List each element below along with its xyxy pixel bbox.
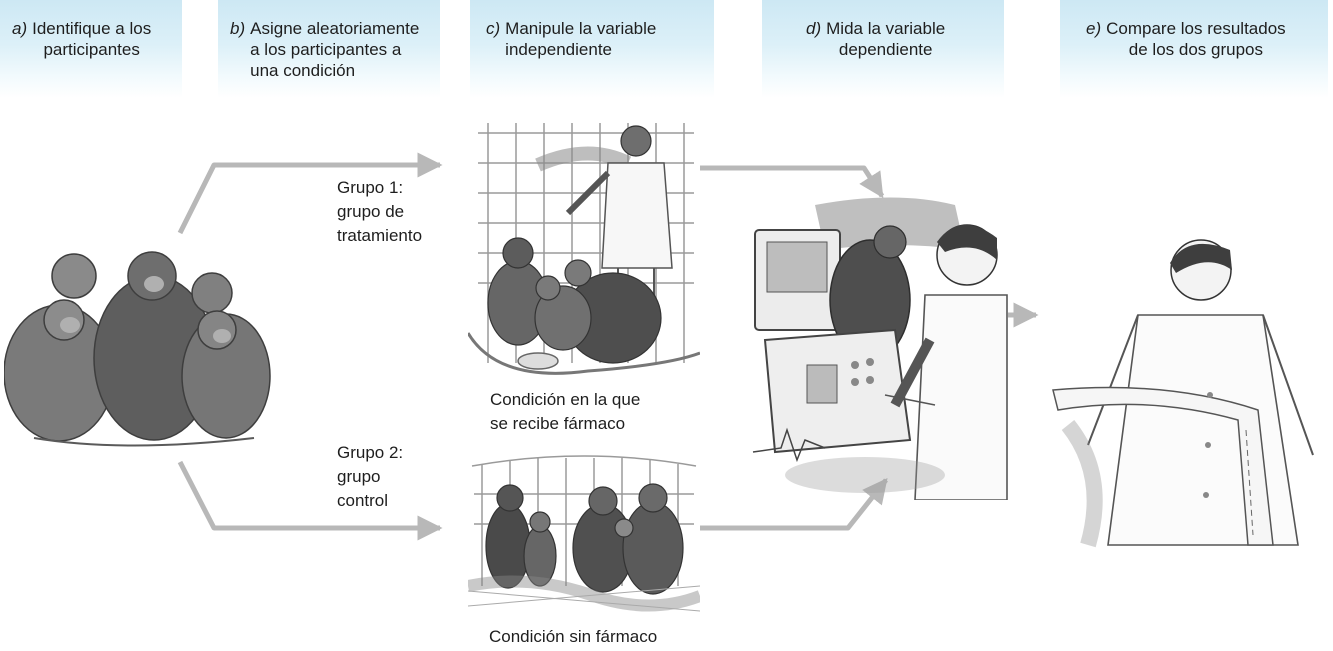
step-b-header: b) Asigne aleatoriamente a los participa… — [218, 0, 440, 98]
step-e-text: Compare los resultados de los dos grupos — [1106, 19, 1286, 59]
control-group-illustration — [468, 455, 700, 612]
group-1-label: Grupo 1: grupo de tratamiento — [337, 178, 423, 245]
arrow-group-1-to-measure — [700, 165, 885, 199]
step-d-header: d) Mida la variable dependiente — [762, 0, 1004, 98]
step-c-header: c) Manipule la variable independiente — [470, 0, 714, 98]
treatment-group-illustration — [468, 105, 700, 381]
step-a-text: Identifique a los participantes — [32, 19, 152, 59]
step-e-letter: e) — [1086, 19, 1102, 38]
step-b-text: Asigne aleatoriamente a los participante… — [250, 19, 420, 80]
step-e-header: e) Compare los resultados de los dos gru… — [1060, 0, 1328, 98]
step-a-header: a) Identifique a los participantes — [0, 0, 182, 98]
step-a-letter: a) — [12, 19, 28, 38]
step-d-text: Mida la variable dependiente — [826, 19, 946, 59]
step-c-letter: c) — [486, 19, 501, 38]
drug-condition-label: Condición en la que se recibe fármaco — [490, 390, 641, 433]
arrow-to-group-2 — [177, 460, 443, 541]
monkey-group-illustration — [4, 251, 271, 447]
step-c-text: Manipule la variable independiente — [505, 19, 657, 59]
comparison-illustration — [1052, 239, 1314, 548]
arrow-group-2-to-measure — [700, 478, 888, 531]
arrow-to-group-1 — [177, 152, 443, 235]
measurement-illustration — [752, 197, 1008, 500]
step-d-letter: d) — [806, 19, 822, 38]
group-2-label: Grupo 2: grupo control — [337, 443, 404, 510]
step-b-letter: b) — [230, 19, 246, 38]
no-drug-condition-label: Condición sin fármaco — [489, 627, 658, 646]
